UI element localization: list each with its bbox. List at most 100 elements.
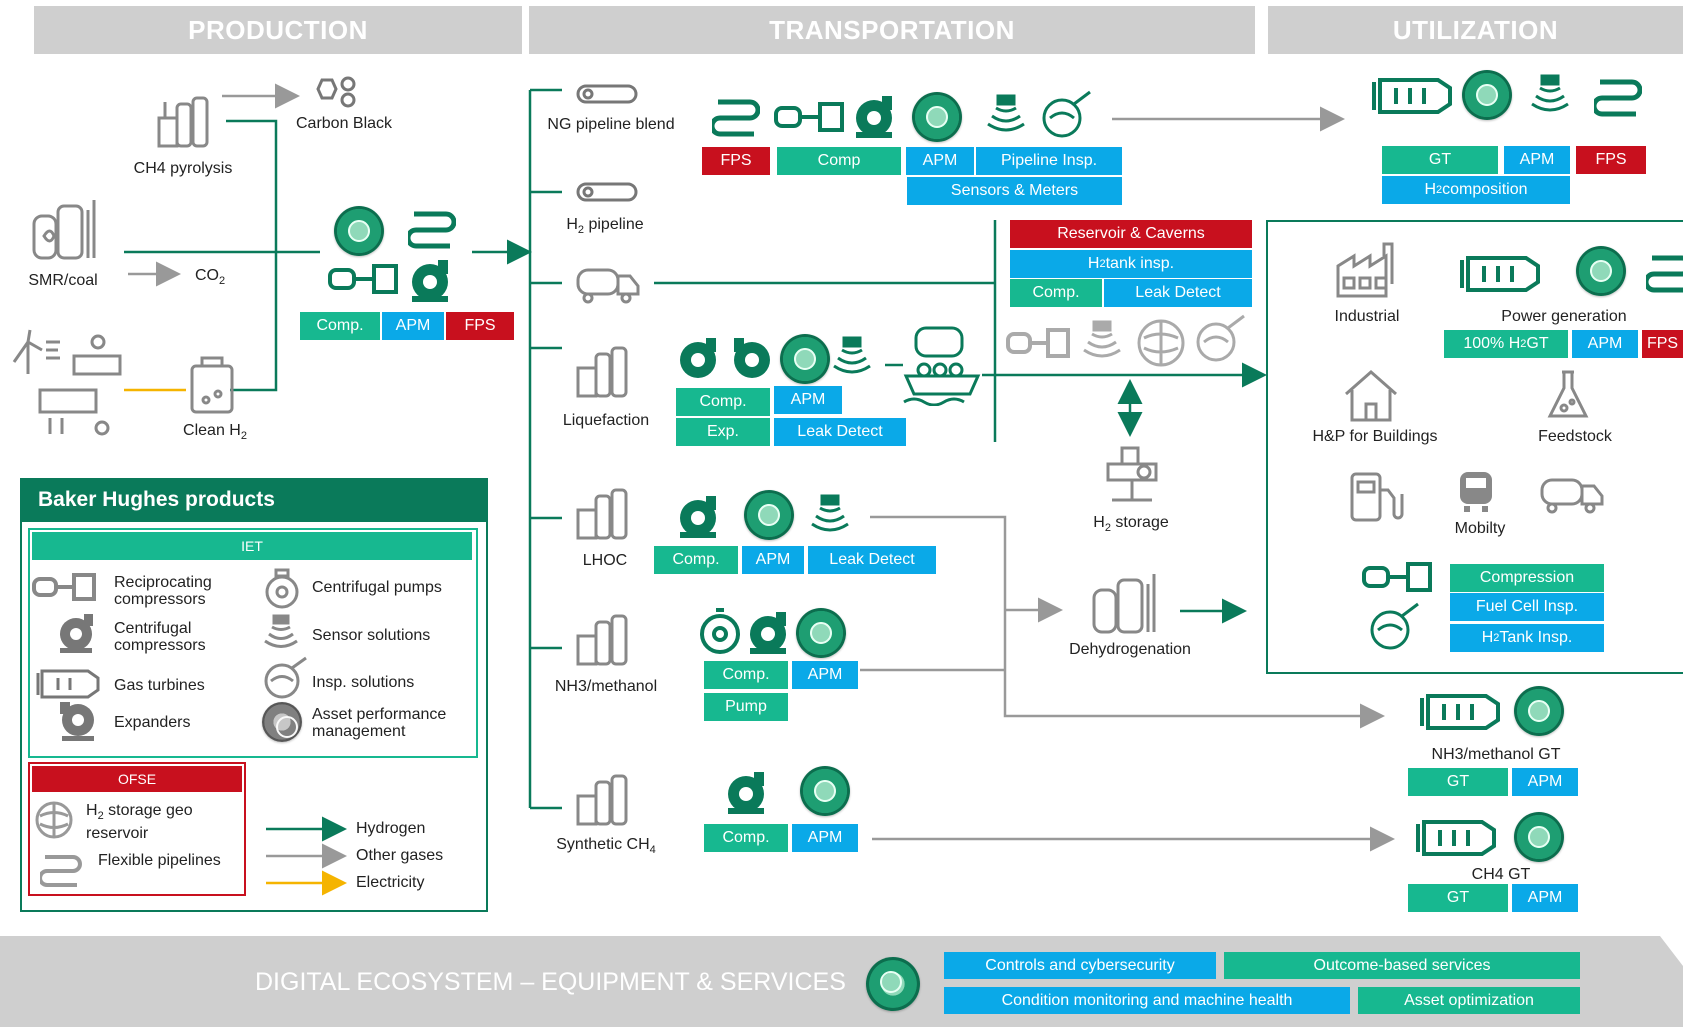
reservoir-caverns-tag: Reservoir & Caverns <box>1010 220 1252 248</box>
dehydrogenation-plant-icon <box>1092 574 1156 634</box>
sensor-icon <box>987 94 1025 132</box>
end-use-panel <box>1266 220 1683 674</box>
industrial-icon <box>1336 242 1394 298</box>
lhoc-leak-tag: Leak Detect <box>808 546 936 574</box>
ship-icon <box>903 326 981 406</box>
centrifugal-compressor-icon <box>60 614 93 653</box>
iet-box <box>28 528 478 758</box>
hp-buildings-label: H&P for Buildings <box>1312 428 1438 445</box>
nh3-methanol-label: NH3/methanol <box>554 678 658 695</box>
legend-centrif-comp: Centrifugal compressors <box>114 620 206 654</box>
footer-controls-tag: Controls and cybersecurity <box>944 952 1216 979</box>
liquefaction-label: Liquefaction <box>562 412 650 429</box>
sensor-icon <box>811 494 849 532</box>
liq-apm-tag: APM <box>774 386 842 414</box>
ch4-gt-apm-tag: APM <box>1512 884 1578 912</box>
nh3-comp-tag: Comp. <box>704 661 788 689</box>
sensor-icon <box>1531 74 1569 112</box>
renewables-icon <box>12 329 122 436</box>
h2-pipeline-icon <box>576 182 638 202</box>
syn-comp-tag: Comp. <box>704 824 788 852</box>
nh3-gt-tag: GT <box>1408 768 1508 796</box>
geo-reservoir-icon <box>1137 319 1185 367</box>
liq-leak-tag: Leak Detect <box>774 418 906 446</box>
footer-title: DIGITAL ECOSYSTEM – EQUIPMENT & SERVICES <box>255 968 846 996</box>
fuel-pump-icon <box>1350 472 1404 522</box>
ng-pipeline-insp-tag: Pipeline Insp. <box>976 147 1122 175</box>
centrifugal-compressor-icon <box>728 772 764 814</box>
legend-other-gases: Other gases <box>356 847 444 864</box>
header-transportation: TRANSPORTATION <box>529 6 1255 54</box>
header-utilization: UTILIZATION <box>1268 6 1683 54</box>
footer-condition-tag: Condition monitoring and machine health <box>944 987 1350 1014</box>
header-production: PRODUCTION <box>34 6 522 54</box>
legend-apm: Asset performance management <box>312 706 447 740</box>
house-icon <box>1345 370 1397 422</box>
flexible-pipeline-icon <box>712 99 760 137</box>
centrifugal-compressor-icon <box>412 260 448 302</box>
h2-storage-label: H2 storage <box>1093 514 1169 535</box>
ng-comp-tag: Comp <box>777 147 901 175</box>
centrifugal-compressor-icon <box>680 496 716 538</box>
flexible-pipeline-icon <box>1594 79 1642 117</box>
legend-gas-turbines: Gas turbines <box>114 677 205 694</box>
util-fps-tag: FPS <box>1576 146 1646 174</box>
nh3-pump-tag: Pump <box>704 693 788 721</box>
ng-fps-tag: FPS <box>702 147 770 175</box>
power-generation-label: Power generation <box>1501 308 1627 325</box>
apm-icon <box>800 766 850 816</box>
lhoc-label: LHOC <box>582 552 628 569</box>
ch4-pyrolysis-label: CH4 pyrolysis <box>133 160 233 177</box>
liq-exp-tag: Exp. <box>676 418 770 446</box>
nh3-plant-icon <box>576 614 628 666</box>
apm-icon <box>262 702 302 742</box>
ch4-gt-label: CH4 GT <box>1471 866 1531 883</box>
inspection-icon <box>1196 314 1245 362</box>
apm-icon <box>912 92 962 142</box>
h2-pipeline-label: H2 pipeline <box>566 216 644 237</box>
legend-hydrogen: Hydrogen <box>356 820 426 837</box>
legend-insp: Insp. solutions <box>312 674 415 691</box>
ch4-gt-tag: GT <box>1408 884 1508 912</box>
dehydrogenation-label: Dehydrogenation <box>1069 641 1191 658</box>
legend-title: Baker Hughes products <box>20 478 486 522</box>
train-icon <box>1460 472 1492 512</box>
inspection-icon <box>1042 90 1091 138</box>
gas-turbine-icon <box>36 669 100 699</box>
storage-comp-tag: Comp. <box>1010 279 1102 307</box>
reciprocating-compressor-icon <box>774 102 844 132</box>
lhoc-apm-tag: APM <box>742 546 804 574</box>
mobility-label: Mobilty <box>1454 520 1506 537</box>
flexible-pipeline-icon <box>408 211 456 249</box>
smr-plant-icon <box>32 200 96 260</box>
flexible-pipeline-icon <box>1646 255 1683 293</box>
apm-icon <box>866 957 920 1011</box>
legend-recip: Reciprocating compressors <box>114 574 212 608</box>
prod-fps-tag: FPS <box>446 312 514 340</box>
sensor-icon <box>833 336 871 374</box>
apm-icon <box>1514 812 1564 862</box>
ng-apm-tag: APM <box>906 147 974 175</box>
legend-electricity: Electricity <box>356 874 425 891</box>
footer-asset-tag: Asset optimization <box>1358 987 1580 1014</box>
power-fps-tag: FPS <box>1642 330 1683 358</box>
syn-apm-tag: APM <box>792 824 858 852</box>
smr-coal-label: SMR/coal <box>28 272 98 289</box>
geo-reservoir-icon <box>35 801 73 839</box>
inspection-icon <box>1370 602 1419 650</box>
prod-apm-tag: APM <box>382 312 444 340</box>
apm-icon <box>796 608 846 658</box>
reciprocating-compressor-icon <box>328 264 398 294</box>
co2-label: CO2 <box>194 267 226 288</box>
factory-icon <box>157 96 209 148</box>
lhoc-plant-icon <box>576 488 628 540</box>
expander-icon <box>60 702 94 741</box>
feedstock-flask-icon <box>1547 370 1589 418</box>
gas-turbine-icon <box>1416 820 1496 856</box>
power-apm-tag: APM <box>1572 330 1638 358</box>
legend-geo-reservoir: H2 storage geo reservoir <box>86 802 193 843</box>
centrifugal-pump-icon <box>265 568 299 609</box>
